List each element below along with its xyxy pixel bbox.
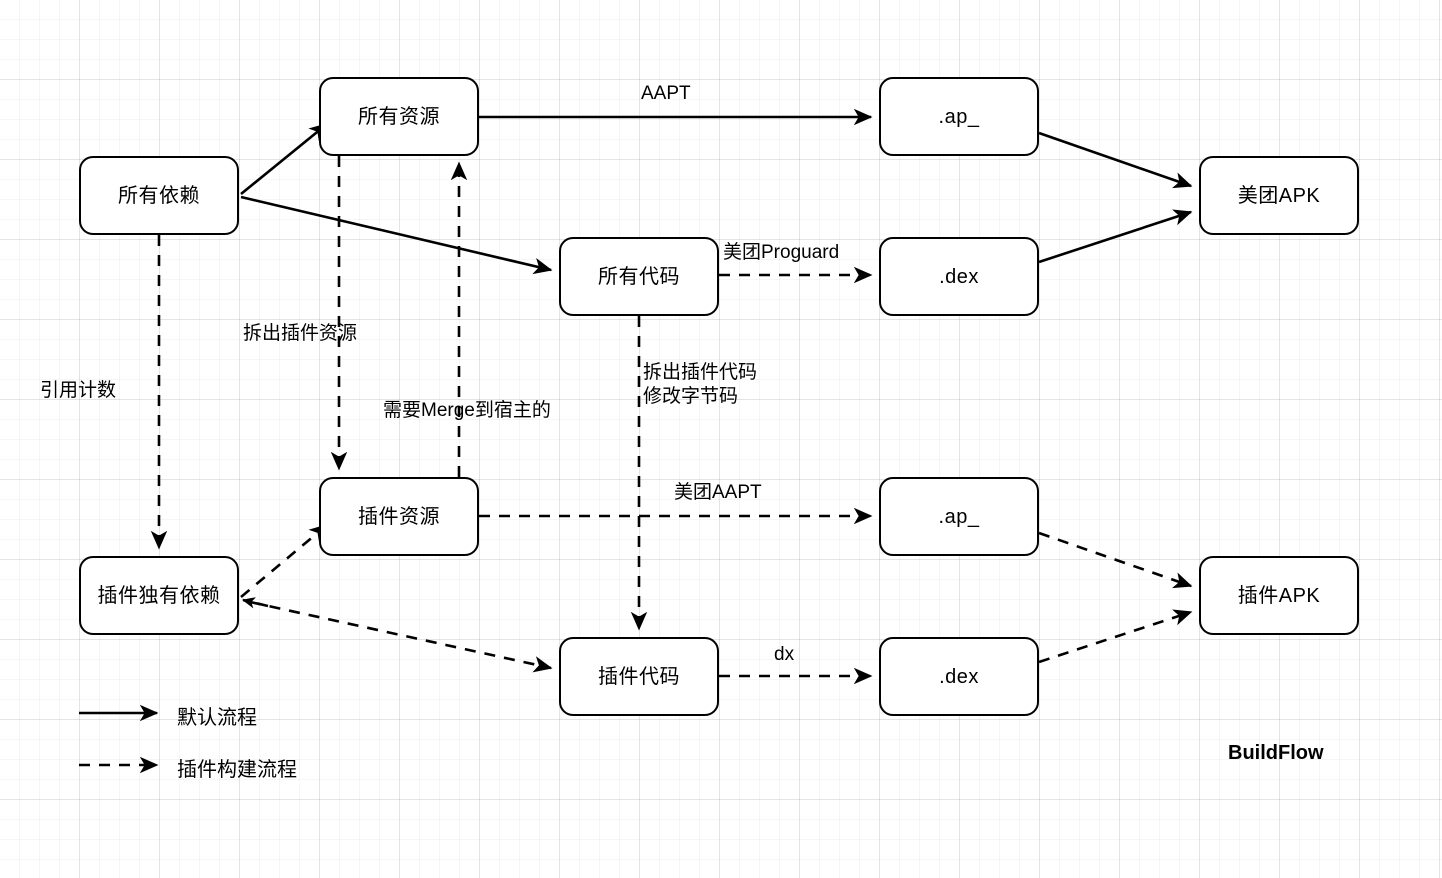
node-plugin-apk[interactable]: 插件APK xyxy=(1199,556,1359,635)
edge-deps-to-code xyxy=(240,195,553,275)
node-all-res[interactable]: 所有资源 xyxy=(319,77,479,156)
edge-deps-to-res xyxy=(240,122,329,196)
node-label: 插件APK xyxy=(1237,584,1321,607)
node-label: .ap_ xyxy=(938,105,980,128)
node-label: 所有资源 xyxy=(358,105,440,128)
node-plugin-deps[interactable]: 插件独有依赖 xyxy=(79,556,239,635)
node-plugin-res[interactable]: 插件资源 xyxy=(319,477,479,556)
edge-label-aapt: AAPT xyxy=(641,83,691,104)
edge-label-split-res: 拆出插件资源 xyxy=(243,323,358,344)
node-host-dex[interactable]: .dex xyxy=(879,237,1039,316)
node-label: 所有代码 xyxy=(598,265,680,288)
node-label: .dex xyxy=(939,665,979,688)
node-all-deps[interactable]: 所有依赖 xyxy=(79,156,239,235)
legend-item-plugin-label: 插件构建流程 xyxy=(177,759,297,781)
node-label: 美团APK xyxy=(1237,184,1321,207)
edge-label-dx: dx xyxy=(774,644,795,665)
edge-pdeps-back-stub xyxy=(241,597,269,609)
edge-label-proguard: 美团Proguard xyxy=(723,242,840,263)
node-label: 所有依赖 xyxy=(118,184,200,207)
edge-dex-to-apk xyxy=(1038,209,1193,264)
node-label: 插件独有依赖 xyxy=(97,584,221,607)
legend-item-default-label: 默认流程 xyxy=(177,707,257,729)
node-label: 插件资源 xyxy=(358,505,440,528)
diagram-caption: BuildFlow xyxy=(1228,742,1324,764)
node-plugin-dex[interactable]: .dex xyxy=(879,637,1039,716)
edge-label-split-code: 拆出插件代码 修改字节码 xyxy=(643,362,758,408)
node-label: .ap_ xyxy=(938,505,980,528)
node-all-code[interactable]: 所有代码 xyxy=(559,237,719,316)
edge-label-meituan-aapt: 美团AAPT xyxy=(674,482,762,503)
edge-label-merge-host: 需要Merge到宿主的 xyxy=(383,400,551,421)
edge-pap-to-papk xyxy=(1038,531,1193,589)
node-label: 插件代码 xyxy=(598,665,680,688)
edge-pdex-to-papk xyxy=(1038,609,1193,664)
edge-label-refcount: 引用计数 xyxy=(40,380,117,401)
node-plugin-code[interactable]: 插件代码 xyxy=(559,637,719,716)
node-host-apk[interactable]: 美团APK xyxy=(1199,156,1359,235)
node-host-ap[interactable]: .ap_ xyxy=(879,77,1039,156)
edge-pdeps-to-pres xyxy=(240,524,329,598)
node-plugin-ap[interactable]: .ap_ xyxy=(879,477,1039,556)
edge-ap-to-apk xyxy=(1038,131,1193,189)
node-label: .dex xyxy=(939,265,979,288)
edge-pdeps-to-pcode xyxy=(249,600,553,673)
